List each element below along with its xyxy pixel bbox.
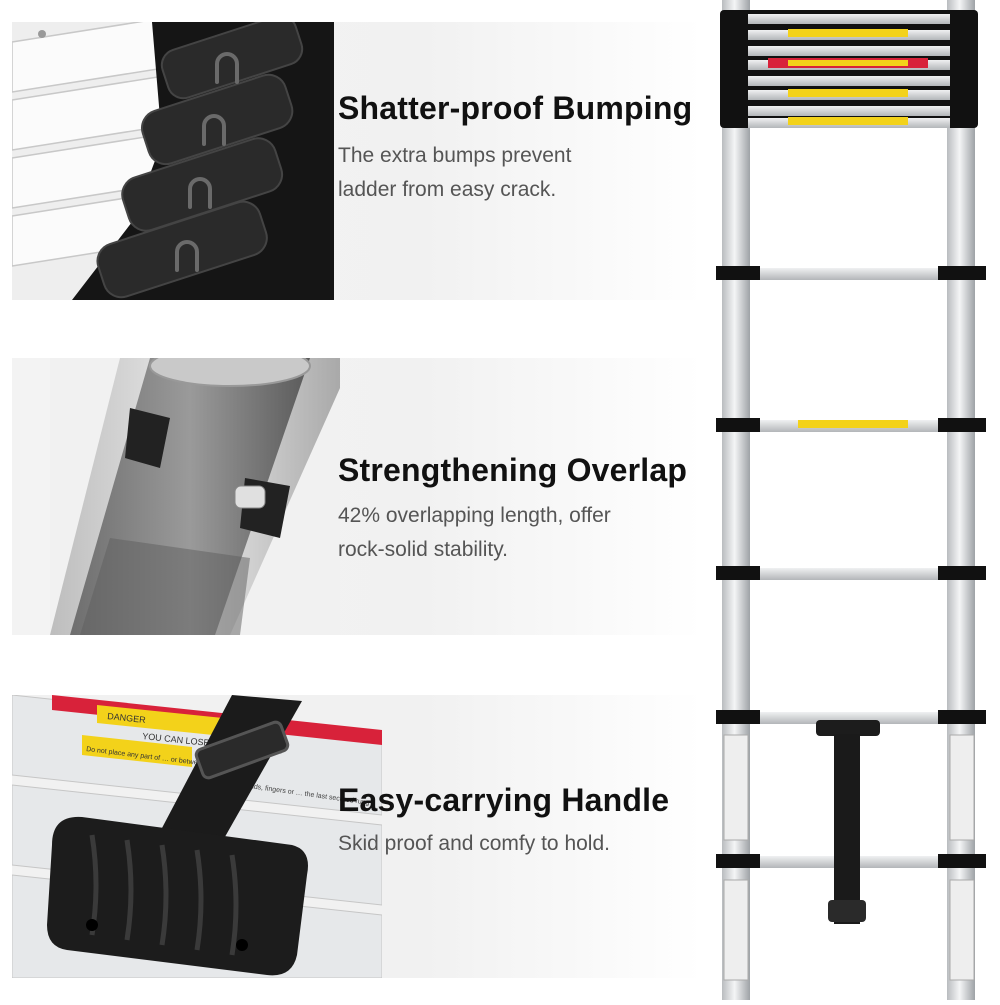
collapsed-rung-stack — [720, 10, 978, 128]
telescopic-ladder-photo — [712, 0, 1000, 1000]
left-rail — [722, 0, 750, 1000]
feature-description-line: rock-solid stability. — [338, 538, 508, 561]
strap-buckle — [194, 720, 290, 780]
right-rail — [947, 0, 975, 1000]
feature-title: Easy-carrying Handle — [338, 782, 670, 818]
warning-label — [82, 705, 252, 767]
feature-description-line: 42% overlapping length, offer — [338, 504, 611, 527]
rubber-handle-grip — [47, 816, 308, 976]
feature-title: Shatter-proof Bumping — [338, 90, 693, 126]
feature-description: The extra bumps prevent ladder from easy… — [338, 139, 678, 207]
feature-shatter-proof: Shatter-proof Bumping The extra bumps pr… — [0, 22, 715, 300]
feature-description: 42% overlapping length, offer rock-solid… — [338, 499, 678, 567]
ladder-handle-strap — [816, 720, 880, 924]
feature-description-line: The extra bumps prevent — [338, 144, 572, 167]
overlap-tube-photo — [50, 358, 340, 635]
black-bumper-stack — [72, 22, 334, 300]
feature-description-line: ladder from easy crack. — [338, 178, 557, 201]
instruction-stickers — [723, 734, 975, 981]
feature-title: Strengthening Overlap — [338, 452, 688, 488]
feature-carrying-handle: DANGER YOU CAN LOSE YOUR BALANCE Do not … — [0, 695, 715, 978]
handle-closeup-photo: DANGER YOU CAN LOSE YOUR BALANCE Do not … — [12, 695, 382, 978]
feature-description-line: Skid proof and comfy to hold. — [338, 832, 610, 855]
feature-description: Skid proof and comfy to hold. — [338, 827, 678, 861]
feature-strengthening-overlap: Strengthening Overlap 42% overlapping le… — [0, 358, 715, 635]
bumper-closeup-photo — [12, 22, 334, 300]
danger-label-text: DANGER — [107, 711, 147, 725]
